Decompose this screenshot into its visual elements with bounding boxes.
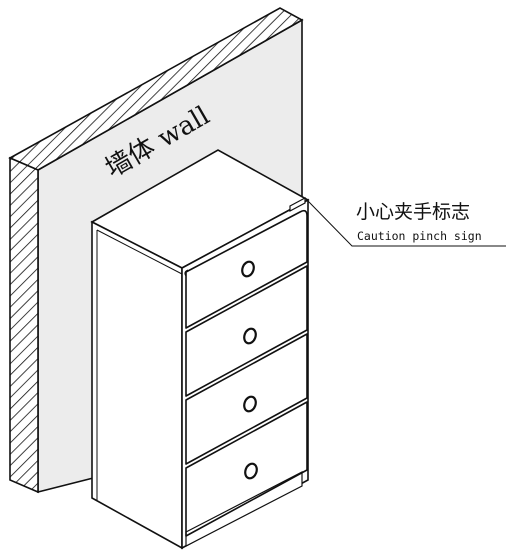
drawer-1[interactable]: [184, 209, 308, 329]
ring-handle-icon[interactable]: [240, 260, 255, 278]
callout-leader-line: [307, 200, 506, 247]
drawer-2[interactable]: [185, 265, 308, 397]
wall-side-hatch: [9, 156, 39, 494]
ring-handle-icon[interactable]: [243, 462, 258, 480]
cabinet-top-edge-line: [96, 229, 183, 275]
callout-label-english: Caution pinch sign: [357, 229, 482, 243]
drawer-3[interactable]: [185, 333, 308, 465]
ring-handle-icon[interactable]: [242, 327, 257, 345]
cabinet: [90, 149, 310, 550]
cabinet-left-side: [91, 220, 183, 550]
drawer-4[interactable]: [185, 401, 308, 537]
cabinet-base: [185, 471, 303, 547]
cabinet-front-body: [181, 198, 309, 550]
caution-sign-sticker: [289, 197, 306, 212]
ring-handle-icon[interactable]: [242, 395, 257, 413]
callout-label-chinese: 小心夹手标志: [356, 201, 470, 223]
